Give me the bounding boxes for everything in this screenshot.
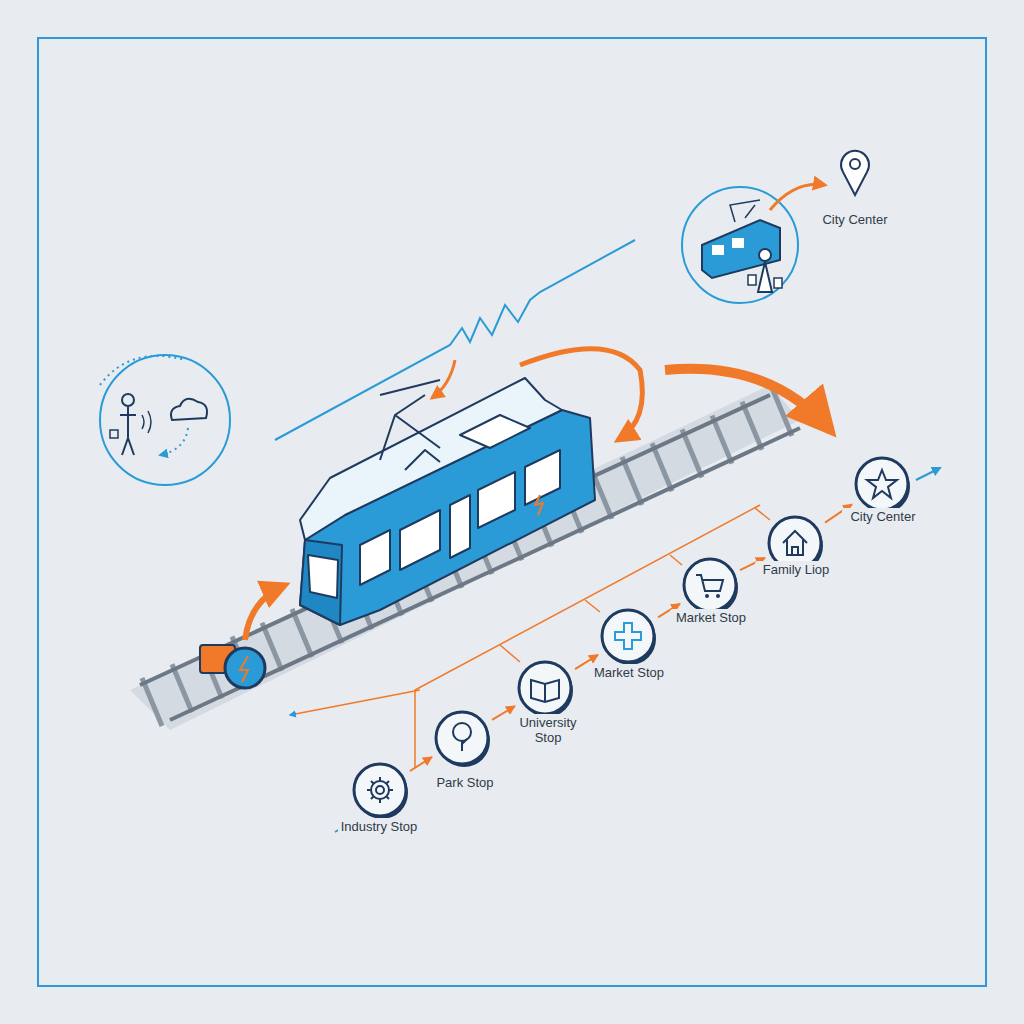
stop-circle (680, 555, 740, 615)
stop-circle (852, 454, 912, 514)
route-arrow (410, 757, 432, 771)
sleeper (292, 609, 312, 657)
stop-circle (598, 606, 658, 666)
destination-label: City Center (820, 212, 890, 227)
arrow (520, 349, 642, 440)
location-pin (841, 151, 869, 195)
arrow (665, 369, 830, 430)
stop-label: Market Stop (670, 609, 752, 626)
sleepers (142, 388, 792, 726)
arrow (290, 690, 420, 715)
stop-label: Market Stop (588, 664, 670, 681)
stop-node: Park Stop (432, 708, 492, 768)
stop-node: Industry Stop (350, 760, 410, 820)
passenger-cloud-icon (100, 355, 230, 485)
stop-node: University Stop (515, 658, 575, 718)
stop-node: Market Stop (680, 555, 740, 615)
stop-circle (350, 760, 410, 820)
tram-passenger-icon (682, 184, 825, 303)
sleeper (652, 443, 672, 491)
tram (300, 378, 595, 625)
stop-label: Park Stop (424, 774, 506, 791)
sleeper (682, 429, 702, 477)
arrow (916, 468, 940, 480)
stop-node: Market Stop (598, 606, 658, 666)
sleeper (622, 457, 642, 505)
stop-node: City Center (852, 454, 912, 514)
arrow (432, 360, 455, 398)
sleeper (742, 402, 762, 450)
stop-circle (515, 658, 575, 718)
arrow (245, 585, 285, 640)
stop-label: University Stop (507, 714, 589, 746)
sleeper (712, 416, 732, 464)
sleeper (172, 664, 192, 712)
stop-node: Family Liop (765, 513, 825, 573)
stop-label: Family Liop (755, 561, 837, 578)
stop-label: City Center (842, 508, 924, 525)
frame (38, 38, 986, 986)
stop-circle (432, 708, 492, 768)
feeder-lines (415, 505, 770, 768)
track-shadow (130, 385, 800, 730)
overhead-wire (275, 240, 635, 440)
sleeper (142, 678, 162, 726)
battery-icon (200, 645, 265, 688)
stop-label: Industry Stop (338, 818, 420, 835)
